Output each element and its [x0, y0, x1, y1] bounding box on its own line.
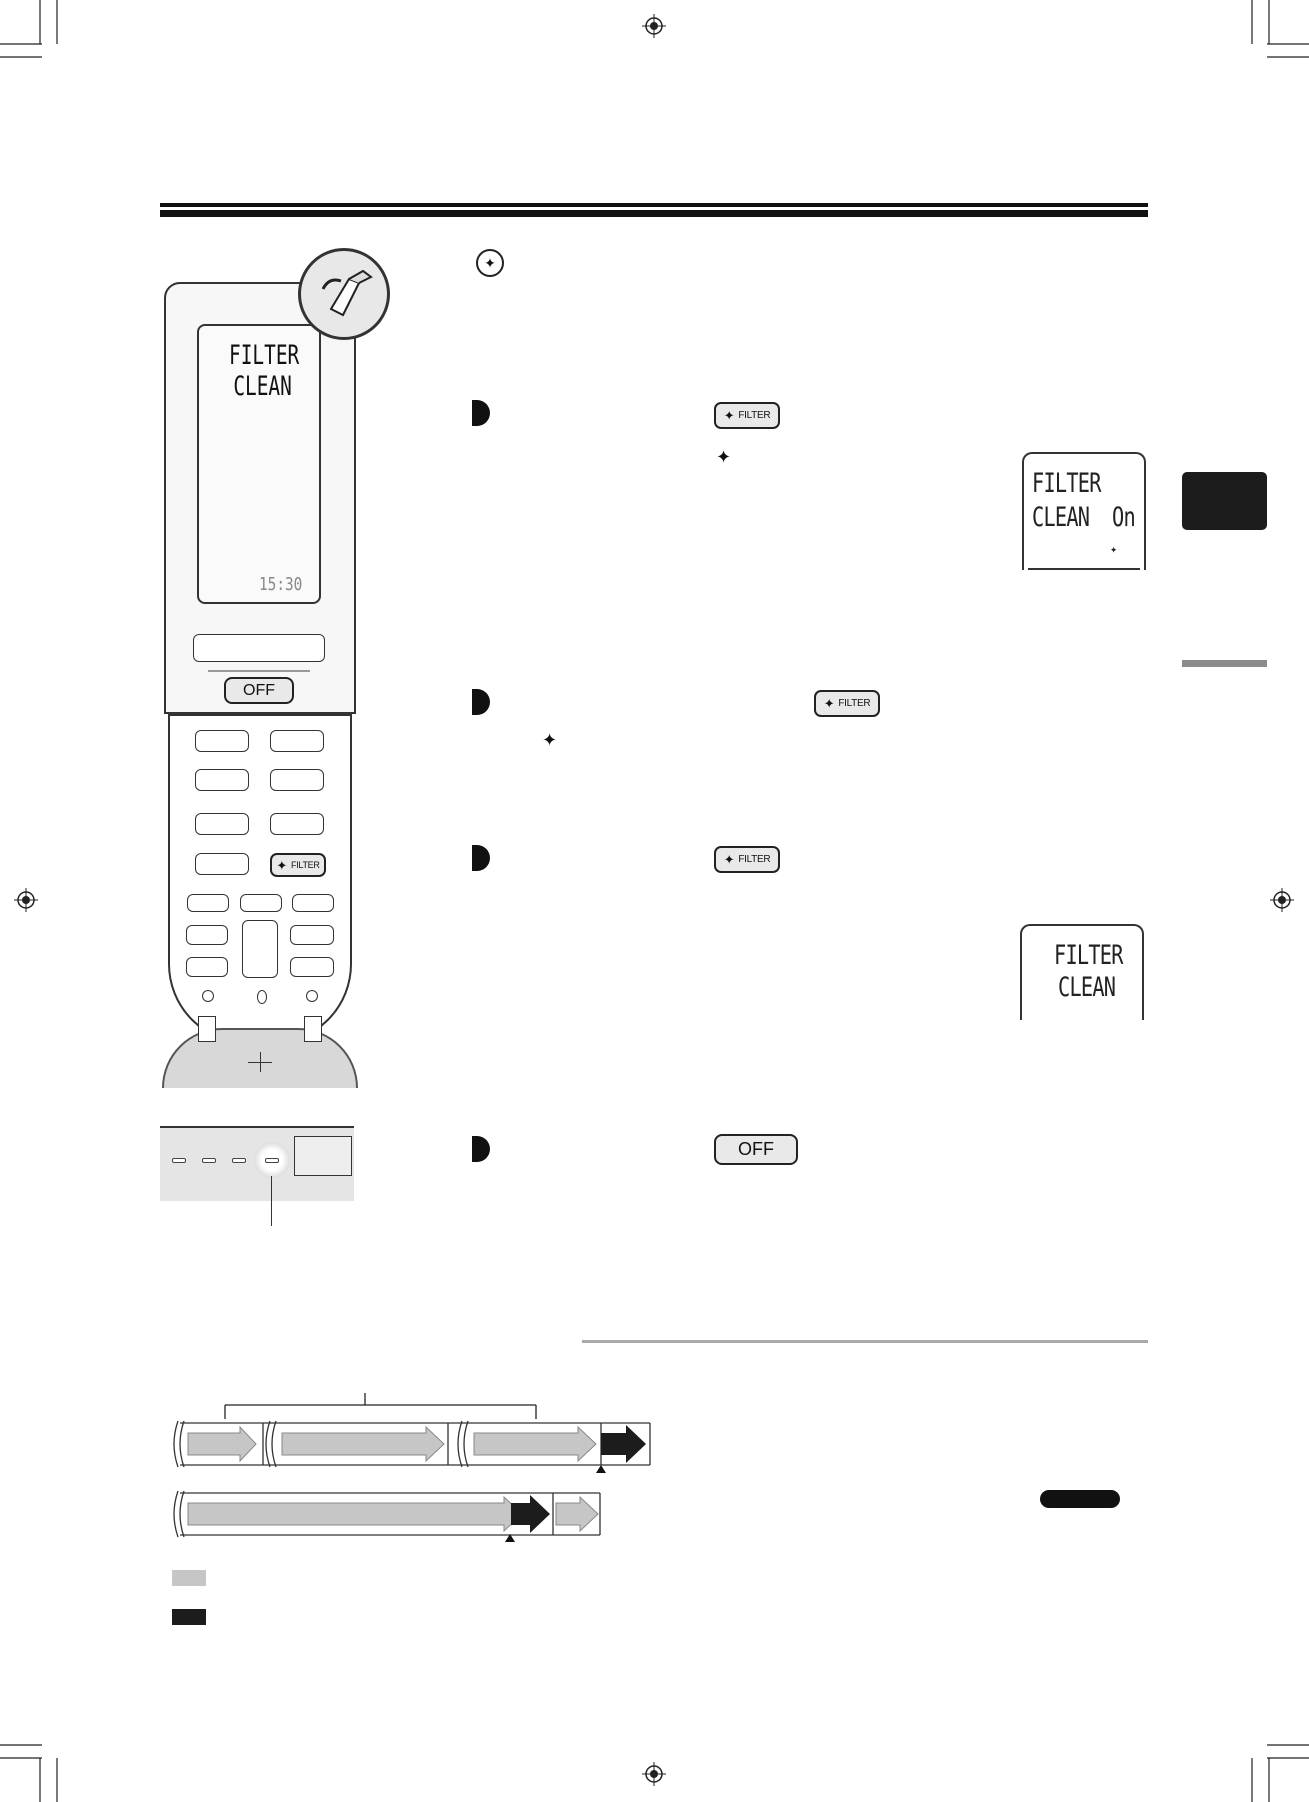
- remote-button[interactable]: [290, 957, 334, 977]
- remote-button[interactable]: [270, 769, 324, 791]
- unit-lamp: [202, 1158, 216, 1163]
- filter-button[interactable]: ✦FILTER: [814, 690, 880, 717]
- chapter-tab: [1182, 472, 1267, 530]
- remote-flap-icon: [321, 269, 373, 317]
- header-rule-thick: [160, 210, 1148, 217]
- remote-hinge: [198, 1016, 216, 1042]
- display-filter-clean-on: FILTER CLEAN On ✦: [1022, 452, 1146, 570]
- unit-lamp-callout: [271, 1176, 272, 1226]
- remote-button[interactable]: [242, 920, 278, 978]
- timeline-arrow-filter-clean: [511, 1495, 550, 1533]
- remote-screen-line2: CLEAN: [233, 371, 292, 402]
- remote-indicator: [257, 990, 267, 1004]
- remote-button[interactable]: [270, 813, 324, 835]
- filter-button[interactable]: ✦FILTER: [714, 846, 780, 873]
- remote-screen-line1: FILTER: [229, 340, 300, 371]
- remote-button[interactable]: [187, 894, 229, 912]
- remote-button[interactable]: [186, 957, 228, 977]
- remote-divider: [208, 670, 310, 672]
- timeline-arrow-filter-clean: [601, 1425, 646, 1463]
- legend-swatch-operation: [172, 1570, 206, 1586]
- step-marker: [472, 1136, 490, 1162]
- display-line2: CLEAN: [1032, 502, 1090, 533]
- remote-hinge: [304, 1016, 322, 1042]
- registration-mark-icon: [642, 1762, 666, 1786]
- filter-spark-icon: ✦: [542, 730, 558, 750]
- filter-spark-icon: ✦: [723, 408, 735, 423]
- remote-button[interactable]: [195, 813, 249, 835]
- crosshair-icon: [260, 1052, 261, 1072]
- unit-lamp: [232, 1158, 246, 1163]
- remote-filter-button[interactable]: ✦FILTER: [270, 853, 326, 877]
- remote-button[interactable]: [186, 925, 228, 945]
- step-marker: [472, 400, 490, 426]
- off-button[interactable]: OFF: [714, 1134, 798, 1165]
- display-status: On: [1112, 502, 1136, 533]
- filter-spark-icon: ✦: [276, 857, 288, 873]
- unit-receiver: [294, 1136, 352, 1176]
- filter-spark-icon: ✦: [723, 852, 735, 867]
- display-filter-clean: FILTER CLEAN: [1020, 924, 1144, 1020]
- step-marker: [472, 845, 490, 871]
- filter-spark-circle-icon: ✦: [476, 249, 504, 277]
- remote-indicator: [306, 990, 318, 1002]
- timeline-arrow-operation: [187, 1495, 523, 1533]
- indoor-unit-panel: [160, 1126, 354, 1201]
- display-line1: FILTER: [1032, 468, 1101, 499]
- registration-mark-icon: [1270, 888, 1294, 912]
- timeline-arrow-operation: [187, 1425, 597, 1463]
- unit-lamp: [172, 1158, 186, 1163]
- remote-screen: FILTER CLEAN 15:30: [197, 324, 321, 604]
- chapter-bar: [1182, 660, 1267, 667]
- unit-lamp-filter: [265, 1158, 279, 1163]
- display-line1: FILTER: [1054, 940, 1123, 971]
- section-divider: [582, 1340, 1148, 1343]
- remote-button[interactable]: [195, 853, 249, 875]
- remote-indicator: [202, 990, 214, 1002]
- filter-spark-icon: ✦: [1110, 542, 1118, 556]
- step-marker: [472, 689, 490, 715]
- filter-spark-icon: ✦: [716, 447, 732, 467]
- remote-off-button[interactable]: OFF: [224, 677, 294, 704]
- filter-spark-icon: ✦: [823, 696, 835, 711]
- remote-clock: 15:30: [259, 574, 303, 595]
- black-label-pill: [1040, 1490, 1120, 1508]
- filter-clean-timeline: [173, 1393, 651, 1542]
- remote-flap-magnifier: [298, 248, 390, 340]
- remote-button[interactable]: [292, 894, 334, 912]
- legend-swatch-filter-clean: [172, 1609, 206, 1625]
- remote-button[interactable]: [195, 730, 249, 752]
- remote-button[interactable]: [270, 730, 324, 752]
- remote-display-window: [193, 634, 325, 662]
- remote-button[interactable]: [290, 925, 334, 945]
- remote-button[interactable]: [240, 894, 282, 912]
- display-line2: CLEAN: [1058, 972, 1116, 1003]
- filter-button[interactable]: ✦FILTER: [714, 402, 780, 429]
- registration-mark-icon: [642, 14, 666, 38]
- registration-mark-icon: [14, 888, 38, 912]
- header-rule: [160, 203, 1148, 207]
- remote-button[interactable]: [195, 769, 249, 791]
